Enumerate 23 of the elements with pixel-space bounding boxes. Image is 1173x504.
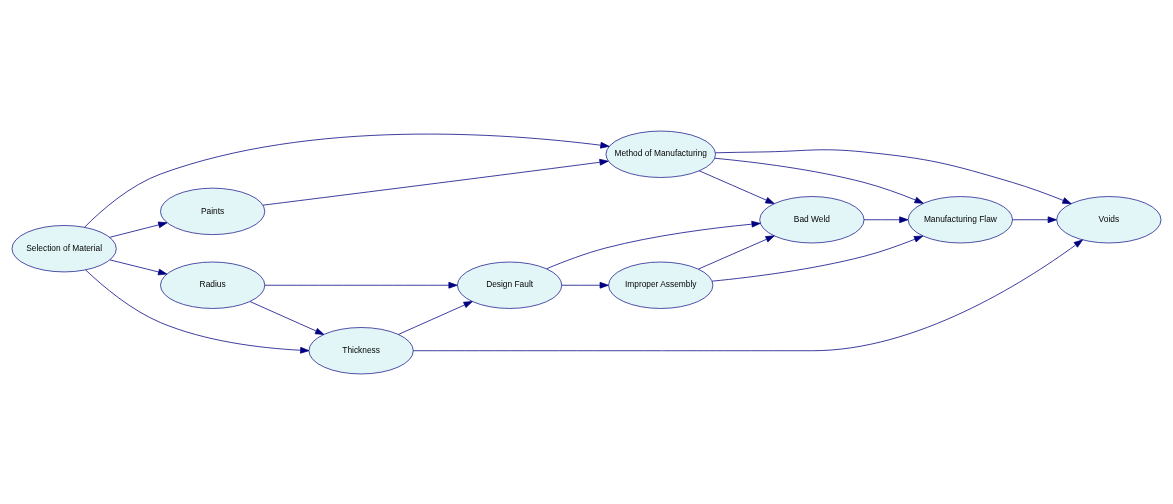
arrow bbox=[698, 169, 775, 204]
arrow bbox=[863, 215, 909, 223]
node-ellipse: Radius bbox=[160, 261, 266, 309]
arrow bbox=[262, 158, 609, 206]
arrow bbox=[1012, 215, 1057, 223]
node-ellipse: Method of Manufacturing bbox=[605, 130, 716, 178]
arrow bbox=[85, 269, 310, 354]
arrow bbox=[711, 235, 924, 282]
arrow bbox=[715, 148, 1072, 204]
arrow bbox=[249, 300, 325, 335]
arrow bbox=[109, 221, 168, 238]
node-ellipse: Selection of Material bbox=[11, 224, 117, 272]
arrow bbox=[714, 157, 924, 204]
arrow bbox=[698, 235, 775, 269]
arrow bbox=[561, 281, 609, 289]
node-ellipse: Improper Assembly bbox=[608, 261, 714, 309]
arrow bbox=[398, 300, 473, 335]
arrow bbox=[546, 220, 761, 269]
arrow bbox=[109, 259, 168, 275]
arrow bbox=[264, 281, 458, 289]
node-ellipse: Paints bbox=[160, 187, 266, 235]
arrow bbox=[412, 239, 1083, 351]
arrow bbox=[84, 133, 610, 228]
